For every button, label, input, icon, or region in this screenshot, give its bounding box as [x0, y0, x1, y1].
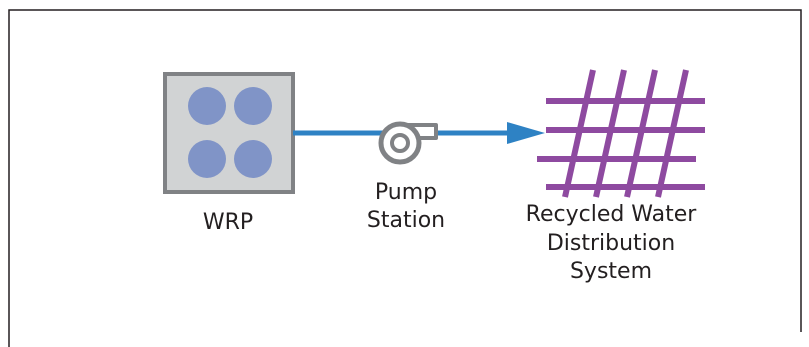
- wrp-node: WRP: [163, 72, 295, 235]
- distribution-system-node: Recycled Water Distribution System: [526, 69, 705, 284]
- pump-station-label-line1: Pump: [375, 180, 437, 205]
- pump-station-node: Pump Station: [367, 121, 445, 233]
- diagram-frame: [8, 9, 802, 347]
- distribution-label-line1: Recycled Water: [526, 202, 698, 227]
- distribution-label-line3: System: [570, 259, 652, 284]
- flow-arrow-icon: [507, 122, 545, 144]
- treatment-basins-icon: [188, 87, 272, 178]
- pump-station-label-line2: Station: [367, 208, 445, 233]
- pipeline: [293, 122, 545, 144]
- pipe-grid-icon: [537, 69, 705, 198]
- distribution-label-line2: Distribution: [547, 231, 675, 256]
- wrp-label: WRP: [203, 210, 253, 235]
- pump-icon: [378, 121, 438, 165]
- wrp-box: [163, 72, 295, 194]
